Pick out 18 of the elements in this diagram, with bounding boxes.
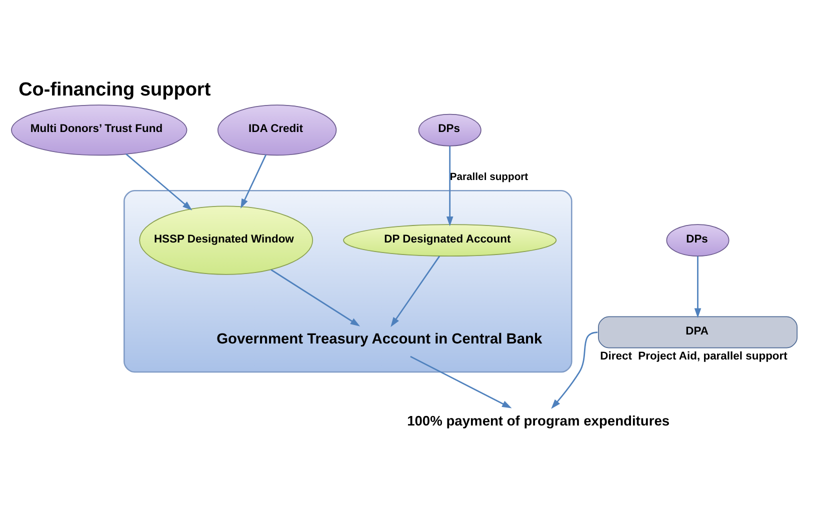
arrow (390, 256, 440, 327)
arrow (410, 356, 512, 408)
node-label: Direct Project Aid, parallel support (600, 350, 788, 362)
edge-label: Parallel support (450, 172, 528, 183)
node-ellipse: DPs (418, 114, 482, 146)
diagram-title: Co-financing support (18, 79, 211, 100)
arrow (551, 332, 598, 409)
arrow (240, 154, 266, 209)
arrow (446, 146, 454, 226)
arrow (126, 153, 192, 210)
node-ellipse: DP Designated Account (343, 224, 557, 256)
node-ellipse: HSSP Designated Window (139, 206, 314, 275)
node-ellipse: DPs (666, 224, 730, 256)
arrow (694, 256, 702, 318)
node-ellipse: IDA Credit (217, 104, 337, 156)
node-text: 100% payment of program expenditures (407, 412, 670, 428)
node-ellipse: Multi Donors’ Trust Fund (11, 104, 188, 156)
arrow (270, 269, 360, 326)
